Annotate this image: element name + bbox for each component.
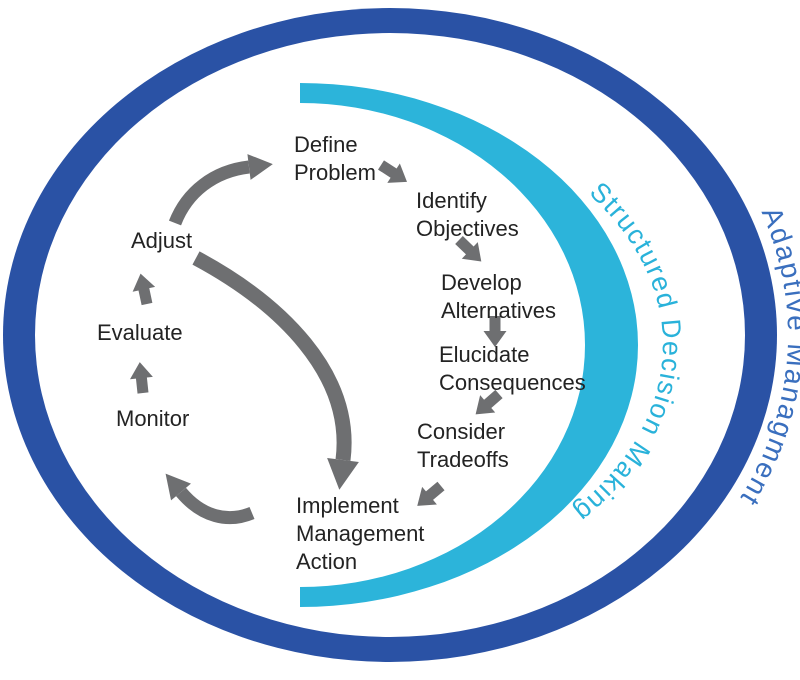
step-consider-tradeoffs-line1: Consider: [417, 419, 505, 444]
arrow-adjust-to-define-shaft: [168, 160, 250, 226]
arrow-adjust-to-implement-shaft: [192, 251, 352, 461]
arrow-implement-to-monitor-shaft: [176, 487, 255, 525]
step-implement-action-line3: Action: [296, 549, 357, 574]
step-elucidate-consequences-line1: Elucidate: [439, 342, 530, 367]
step-implement-action-line2: Management: [296, 521, 424, 546]
structured-decision-making-arc: [300, 83, 638, 607]
step-consider-tradeoffs-line2: Tradeoffs: [417, 447, 509, 472]
step-labels: Define Problem Identify Objectives Devel…: [97, 132, 586, 574]
step-develop-alternatives-line2: Alternatives: [441, 298, 556, 323]
step-define-problem-line2: Problem: [294, 160, 376, 185]
step-develop-alternatives-line1: Develop: [441, 270, 522, 295]
step-identify-objectives-line2: Objectives: [416, 216, 519, 241]
step-evaluate: Evaluate: [97, 320, 183, 345]
step-adjust: Adjust: [131, 228, 192, 253]
step-monitor: Monitor: [116, 406, 189, 431]
step-implement-action-line1: Implement: [296, 493, 399, 518]
arrows-curved: [168, 160, 352, 525]
step-define-problem-line1: Define: [294, 132, 358, 157]
step-identify-objectives-line1: Identify: [416, 188, 487, 213]
step-elucidate-consequences-line2: Consequences: [439, 370, 586, 395]
